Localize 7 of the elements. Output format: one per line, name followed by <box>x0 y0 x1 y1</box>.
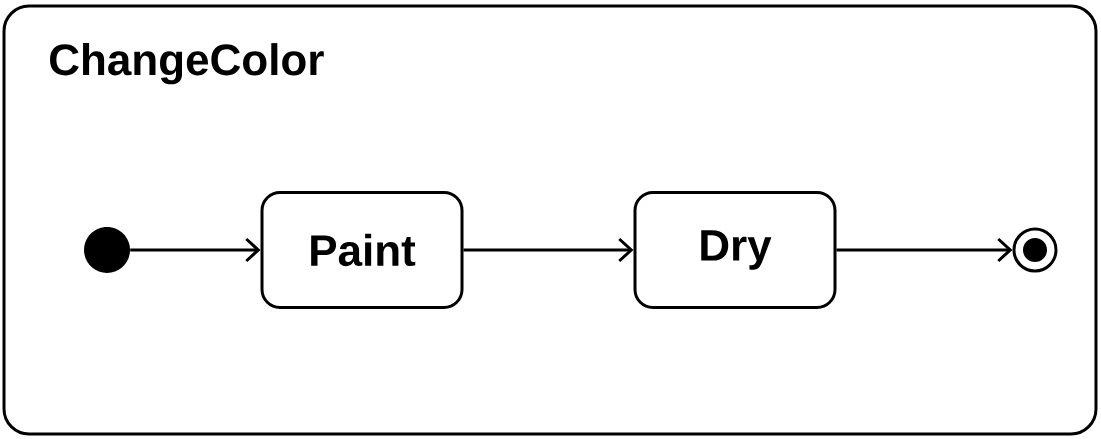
initial-state <box>84 227 130 273</box>
arrow <box>130 237 261 263</box>
state-box: Paint <box>260 191 464 309</box>
final-state <box>1012 227 1058 273</box>
arrow <box>463 237 634 263</box>
arrow <box>836 237 1013 263</box>
state-box: Dry <box>633 191 837 309</box>
